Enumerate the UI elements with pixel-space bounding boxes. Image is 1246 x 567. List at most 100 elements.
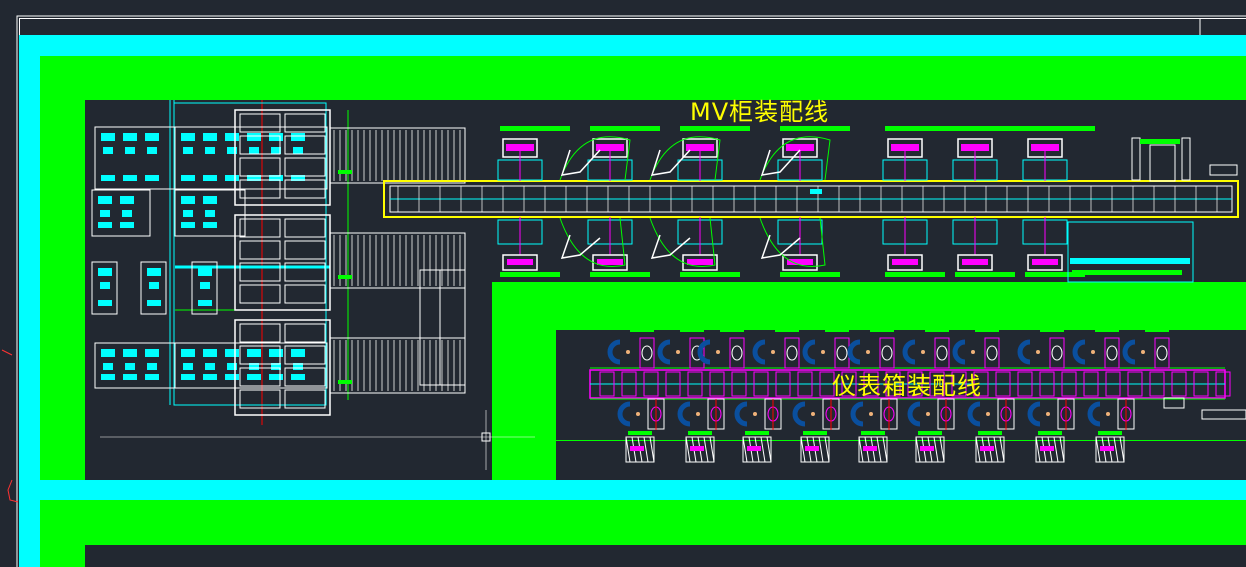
operator-icon: [617, 401, 631, 427]
bench-label: [1040, 328, 1064, 332]
rack-part: [1100, 446, 1114, 451]
rack-slat: [999, 436, 1005, 463]
workbench-bottom: [502, 254, 538, 271]
cart-label-mark: [205, 147, 215, 154]
cart-label-mark: [125, 363, 135, 370]
robot-arm: [560, 234, 601, 259]
workbench-part: [787, 259, 813, 265]
rack-slat: [824, 436, 830, 463]
bench-fixture: [1106, 345, 1118, 361]
workbench-part: [597, 259, 623, 265]
rack-slat: [800, 436, 806, 463]
cart-label-mark: [123, 133, 137, 141]
rack-part: [630, 446, 644, 451]
operator-icon: [952, 339, 966, 365]
operator-hand: [1036, 350, 1040, 354]
cart-label-mark: [205, 363, 215, 370]
rack-cell: [284, 284, 326, 304]
cart-label-mark: [269, 133, 283, 141]
rack-slat: [1059, 436, 1065, 463]
bench-fixture: [1051, 345, 1063, 361]
cart-label-mark: [247, 374, 261, 380]
operator-icon: [752, 339, 766, 365]
gate-frame: [1149, 144, 1176, 182]
rack-cell: [284, 367, 326, 387]
robot-reach-arc: [759, 136, 831, 181]
rack-cell: [239, 323, 281, 343]
rack-label: [1038, 431, 1062, 435]
rack-cell: [239, 367, 281, 387]
bench-label: [720, 328, 744, 332]
operator-hand: [811, 412, 815, 416]
gate-post: [1181, 137, 1191, 181]
workbench-part: [962, 259, 988, 265]
rack-cell: [284, 157, 326, 177]
operator-hand: [1046, 412, 1050, 416]
cart-label-mark: [203, 196, 217, 204]
operator-icon: [1087, 401, 1101, 427]
material-rack: [742, 436, 772, 463]
rack-cell: [284, 218, 326, 238]
station-label: [680, 126, 750, 131]
bench-fixture: [731, 345, 743, 361]
material-rack: [625, 436, 655, 463]
cart-label-mark: [269, 175, 283, 181]
cart-label-mark: [269, 349, 283, 357]
rack-part: [863, 446, 877, 451]
cart-label-mark: [227, 147, 237, 154]
operator-icon: [734, 401, 748, 427]
station-label: [780, 126, 850, 131]
meter-box-pallet: [797, 371, 813, 397]
rack-slat: [993, 436, 999, 463]
cart-label-mark: [122, 210, 132, 217]
operator-hand: [753, 412, 757, 416]
cart-label-mark: [291, 133, 305, 141]
green-boundary: [556, 440, 1246, 441]
operator-icon: [1122, 339, 1136, 365]
assembly-bench: [879, 337, 895, 369]
meter-box-pallet: [1083, 371, 1099, 397]
station-label: [955, 126, 1025, 131]
cart-label-mark: [293, 147, 303, 154]
robot-arm: [650, 234, 691, 259]
rack-label: [803, 431, 827, 435]
rack-label: [628, 431, 652, 435]
cart-label-mark: [98, 196, 112, 204]
meter-box-pallet: [819, 371, 835, 397]
cart-label-mark: [269, 374, 283, 380]
cart-box: [91, 261, 118, 315]
green-zone: [40, 56, 1246, 567]
station-label: [680, 272, 740, 277]
rack-cell: [239, 218, 281, 238]
meter-box-pallet: [753, 371, 769, 397]
cart-label-mark: [249, 363, 259, 370]
station-label: [500, 126, 570, 131]
mv-conveyor: [383, 180, 1239, 218]
rack-slat: [1053, 436, 1059, 463]
operator-icon: [967, 401, 981, 427]
meter-box-pallet: [1039, 371, 1055, 397]
cyan-track: [1070, 258, 1190, 264]
cart-label-mark: [98, 268, 112, 276]
cart-label-mark: [181, 349, 195, 357]
cart-label-mark: [149, 282, 159, 289]
meter-box-pallet: [885, 371, 901, 397]
material-rack: [975, 436, 1005, 463]
robot-arm: [760, 234, 801, 259]
bench-label: [975, 328, 999, 332]
rack-slat: [1035, 436, 1041, 463]
meter-box-pallet: [1149, 371, 1165, 397]
cart-label-mark: [203, 222, 217, 228]
rack-label: [861, 431, 885, 435]
operator-hand: [716, 350, 720, 354]
rack-slat: [1113, 436, 1119, 463]
rack-label: [1098, 431, 1122, 435]
workbench-bottom: [782, 254, 818, 271]
station-label: [1072, 270, 1182, 275]
bench-fixture: [986, 345, 998, 361]
device-box: [1163, 397, 1185, 409]
robot-arm: [560, 149, 601, 176]
bench-label: [775, 328, 799, 332]
material-rack: [858, 436, 888, 463]
